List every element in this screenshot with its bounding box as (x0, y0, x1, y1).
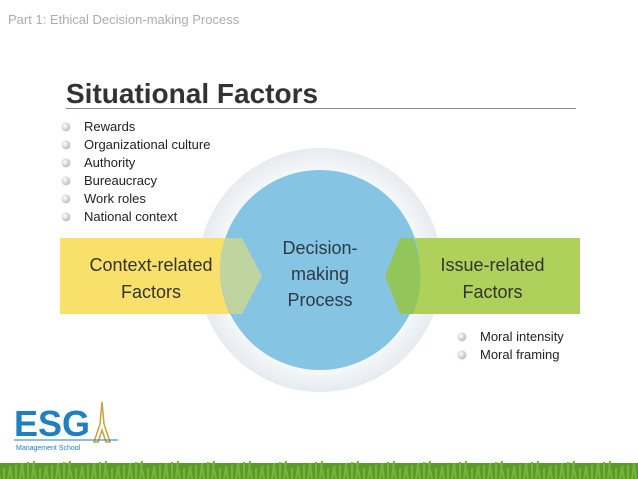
logo-text: ESG (14, 403, 90, 444)
list-item: Moral intensity (458, 328, 564, 346)
bullet-icon (62, 141, 70, 149)
bullet-icon (62, 177, 70, 185)
list-item: Rewards (62, 118, 210, 136)
logo-subtext: Management School (16, 445, 81, 452)
grass-border (0, 455, 638, 479)
bullet-icon (458, 351, 466, 359)
bullet-icon (62, 123, 70, 131)
issue-factors-list: Moral intensity Moral framing (458, 328, 564, 364)
situational-factors-list: Rewards Organizational culture Authority… (62, 118, 210, 226)
esg-logo: ESG Management School (14, 398, 124, 454)
list-item: Work roles (62, 190, 210, 208)
bullet-icon (62, 195, 70, 203)
bullet-icon (62, 213, 70, 221)
list-item: Organizational culture (62, 136, 210, 154)
list-item: Bureaucracy (62, 172, 210, 190)
list-item: Authority (62, 154, 210, 172)
list-item: National context (62, 208, 210, 226)
bullet-icon (458, 333, 466, 341)
list-item: Moral framing (458, 346, 564, 364)
tower-icon (94, 402, 110, 442)
bullet-icon (62, 159, 70, 167)
